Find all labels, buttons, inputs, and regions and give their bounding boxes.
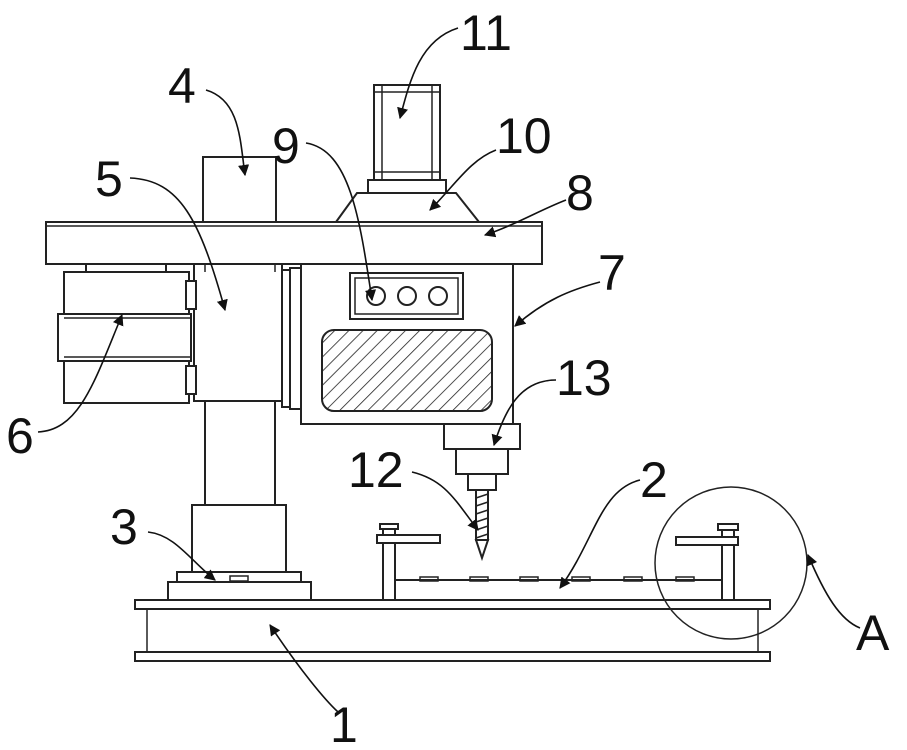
top-motor <box>203 157 276 222</box>
column <box>205 400 275 505</box>
label-11: 11 <box>460 5 512 61</box>
label-a: A <box>856 605 890 661</box>
machine-head <box>301 264 513 424</box>
label-6: 6 <box>6 408 34 464</box>
label-1: 1 <box>330 697 358 750</box>
label-12: 12 <box>348 442 404 498</box>
lifting-sleeve <box>194 264 301 409</box>
drill-bit <box>476 490 488 558</box>
label-10: 10 <box>496 108 552 164</box>
spindle <box>444 424 520 490</box>
label-3: 3 <box>110 499 138 555</box>
label-9: 9 <box>272 118 300 174</box>
label-2: 2 <box>640 452 668 508</box>
label-5: 5 <box>95 151 123 207</box>
column-base <box>168 505 311 600</box>
label-13: 13 <box>556 350 612 406</box>
top-plate <box>46 222 542 264</box>
coolant-cylinder <box>374 85 440 180</box>
label-8: 8 <box>566 165 594 221</box>
work-table <box>392 577 730 600</box>
base-frame <box>135 600 770 661</box>
counterweight <box>58 264 196 403</box>
label-7: 7 <box>598 245 626 301</box>
label-4: 4 <box>168 58 196 114</box>
